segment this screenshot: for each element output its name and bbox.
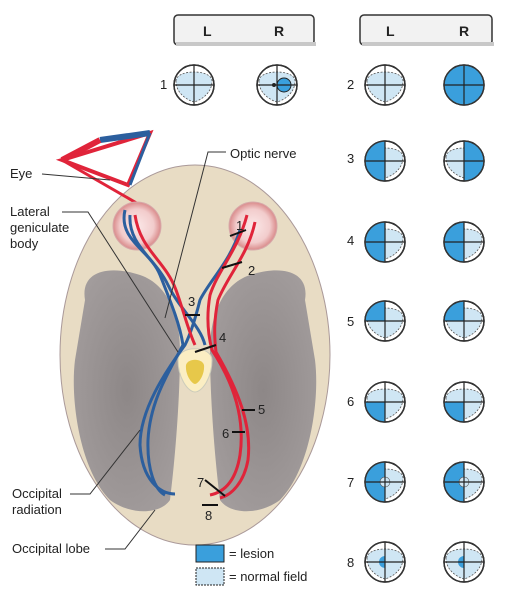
label-lgb-line2: geniculate (10, 220, 69, 235)
lesion-site-2: 2 (248, 263, 255, 278)
field-row-number-4: 4 (347, 233, 354, 248)
field-row-number-7: 7 (347, 475, 354, 490)
label-occipital-lobe: Occipital lobe (12, 541, 90, 556)
visual-field-3-R (443, 140, 485, 182)
visual-field-1-L (173, 64, 215, 106)
label-optic-nerve: Optic nerve (230, 146, 296, 161)
visual-field-4-R (443, 221, 485, 263)
header-right-R: R (459, 23, 469, 39)
visual-field-2-R (443, 64, 485, 106)
header-left-L: L (203, 23, 212, 39)
visual-field-3-L (364, 140, 406, 182)
visual-field-5-L (364, 300, 406, 342)
lesion-site-6: 6 (222, 426, 229, 441)
visual-field-8-R (443, 541, 485, 583)
occipital-lobe-left (73, 270, 180, 512)
brainstem-nucleus (185, 359, 205, 384)
field-row-number-2: 2 (347, 77, 354, 92)
visual-field-4-L (364, 221, 406, 263)
lesion-site-5: 5 (258, 402, 265, 417)
legend-normal-label: = normal field (229, 569, 307, 584)
field-row-number-3: 3 (347, 151, 354, 166)
red-visual-pathway-right (206, 214, 249, 497)
field-row-number-6: 6 (347, 394, 354, 409)
lesion-site-3: 3 (188, 294, 195, 309)
lesion-site-1: 1 (236, 218, 243, 233)
visual-field-7-R (443, 461, 485, 503)
header-left-R: R (274, 23, 284, 39)
lesion-markers: 1 2 3 4 5 6 7 8 (185, 218, 265, 523)
field-row-number-8: 8 (347, 555, 354, 570)
legend-swatch-lesion (195, 544, 225, 563)
red-visual-pathway-left (133, 214, 197, 346)
legend-swatch-normal (195, 567, 225, 586)
header-right-L: L (386, 23, 395, 39)
visual-field-6-R (443, 381, 485, 423)
label-eye: Eye (10, 166, 32, 181)
lesion-site-8: 8 (205, 508, 212, 523)
visual-field-7-L (364, 461, 406, 503)
label-occipital-radiation-line2: radiation (12, 502, 62, 517)
occipital-lobe-right (210, 270, 317, 512)
field-row-number-1: 1 (160, 77, 167, 92)
legend: = lesion = normal field (195, 544, 307, 586)
visual-field-grid: 1 2 3 4 5 6 7 8 (160, 64, 485, 583)
label-occipital-radiation-line1: Occipital (12, 486, 62, 501)
field-row-number-5: 5 (347, 314, 354, 329)
visual-field-8-L (364, 541, 406, 583)
lesion-site-4: 4 (219, 330, 226, 345)
lesion-site-7: 7 (197, 475, 204, 490)
visual-field-1-R (256, 64, 298, 106)
label-lgb-line3: body (10, 236, 39, 251)
header-box-left-group: L R (173, 14, 316, 46)
label-lgb-line1: Lateral (10, 204, 50, 219)
legend-lesion-label: = lesion (229, 546, 274, 561)
blue-visual-pathway-right (138, 229, 242, 496)
visual-field-6-L (364, 381, 406, 423)
visual-field-5-R (443, 300, 485, 342)
header-box-right-group: L R (359, 14, 494, 46)
visual-field-2-L (364, 64, 406, 106)
